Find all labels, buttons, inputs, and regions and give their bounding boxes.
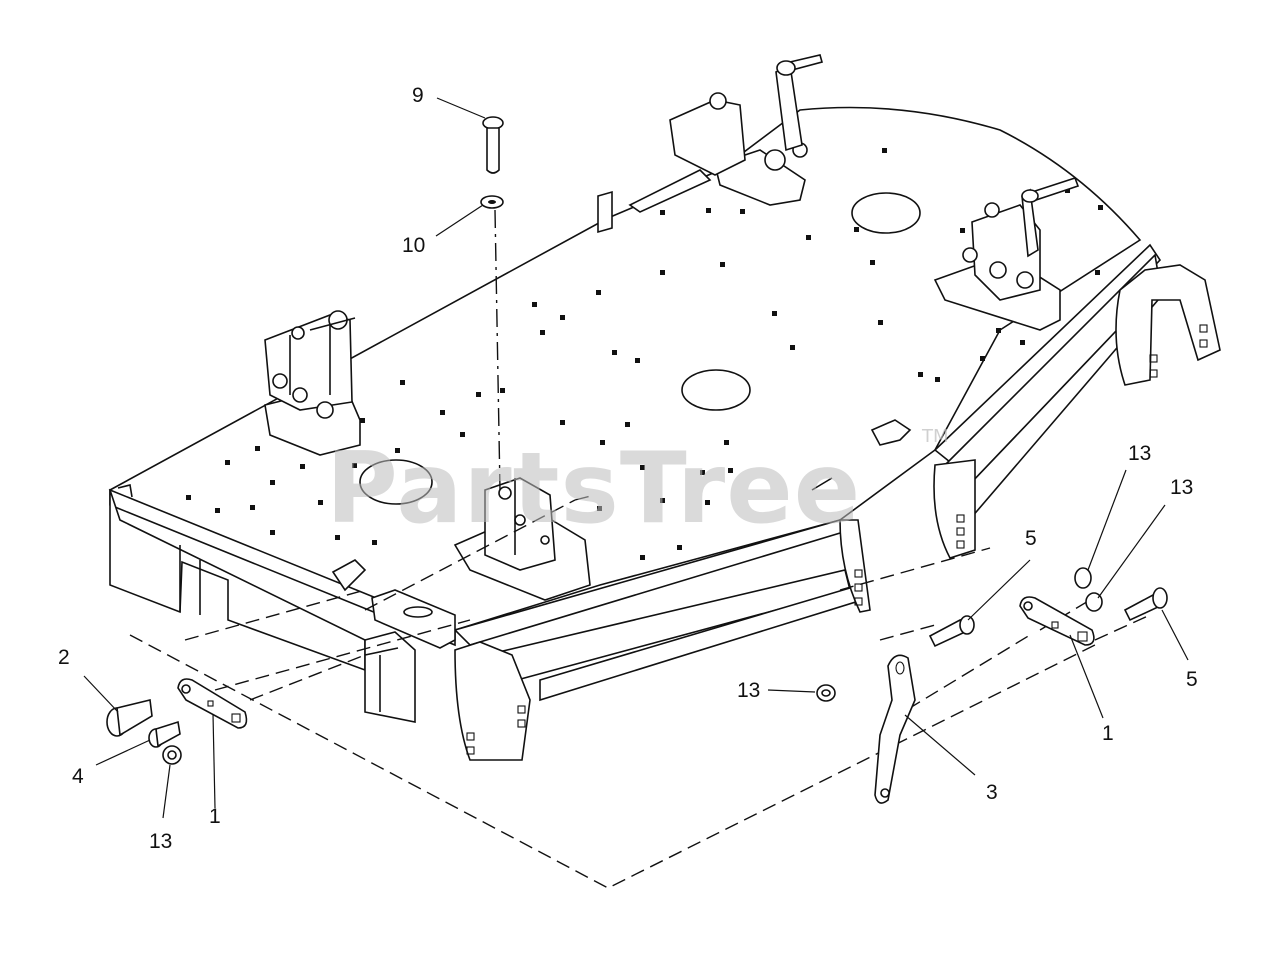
deck-slot: [811, 477, 833, 491]
trademark-mark: TM: [921, 426, 949, 447]
part-1-right-bar: [1019, 596, 1095, 646]
callout-1-right: 1: [1102, 722, 1114, 745]
part-9-bolt: [482, 116, 504, 174]
front-caster-bracket: [453, 477, 591, 601]
center-caster-bracket: [597, 54, 823, 234]
callout-9: 9: [412, 84, 424, 107]
part-5-bolt-center: [928, 615, 975, 648]
deck-clip: [870, 419, 912, 446]
callout-3: 3: [986, 781, 998, 804]
leader-lines: [83, 97, 1189, 819]
part-13-nut-left: [162, 745, 182, 765]
callout-10: 10: [402, 234, 425, 257]
callout-1-left: 1: [209, 805, 221, 828]
callout-5-right: 5: [1186, 668, 1198, 691]
deck-plate: [108, 106, 1142, 672]
part-13-nut-center: [816, 684, 836, 702]
part-10-washer: [480, 195, 504, 209]
right-rail-assembly: [933, 243, 1221, 559]
part-4-bolt: [148, 720, 181, 748]
callout-13-center: 13: [737, 679, 760, 702]
left-caster-bracket: [264, 310, 361, 456]
callout-13-right-upper: 13: [1128, 442, 1151, 465]
assembly-lines: [129, 209, 1151, 889]
front-rail-assembly: [331, 519, 871, 761]
part-13-washers-right: [1074, 567, 1103, 612]
callout-2: 2: [58, 646, 70, 669]
callout-5-center: 5: [1025, 527, 1037, 550]
callout-4: 4: [72, 765, 84, 788]
callout-labels: 9 10 2 4 13 1 13 3 5 13 13 5 1: [58, 84, 1198, 853]
callout-13-left: 13: [149, 830, 172, 853]
callout-13-right-lower: 13: [1170, 476, 1193, 499]
right-caster-bracket: [933, 177, 1080, 331]
part-2-pin: [106, 699, 153, 737]
part-3-link: [874, 654, 916, 804]
part-5-bolt-right: [1123, 587, 1168, 622]
part-1-left-bar: [177, 678, 248, 729]
watermark-text: PartsTree: [326, 432, 861, 546]
